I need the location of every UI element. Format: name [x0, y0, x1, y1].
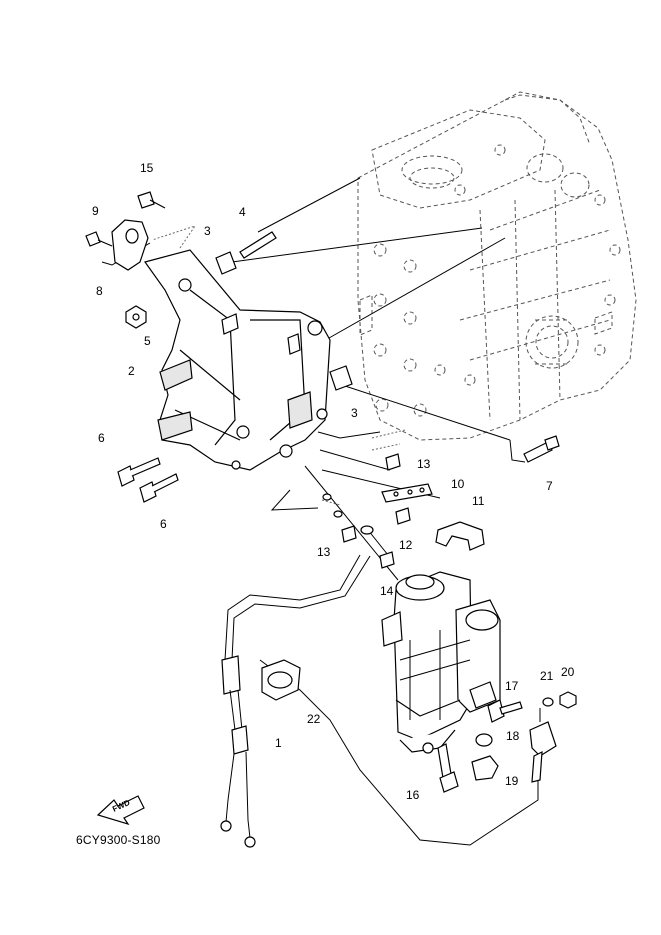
- callout-labels: 1 2 3 3 4 5 6 6 7 8 9 10 11 12 13 13 14 …: [92, 161, 575, 802]
- callout-19: 19: [505, 774, 519, 788]
- callout-11: 11: [472, 494, 485, 508]
- callout-6a: 6: [98, 431, 105, 445]
- starter-hardware: [259, 659, 577, 846]
- callout-9: 9: [92, 204, 99, 218]
- callout-1: 1: [275, 736, 282, 750]
- callout-12: 12: [399, 538, 413, 552]
- callout-22: 22: [307, 712, 321, 726]
- plate-8: [111, 219, 149, 271]
- callout-4: 4: [239, 205, 246, 219]
- callout-17: 17: [505, 679, 519, 693]
- fwd-arrow-icon: FWD: [96, 795, 145, 826]
- callout-15: 15: [140, 161, 154, 175]
- callout-13a: 13: [417, 457, 431, 471]
- callout-7: 7: [546, 479, 553, 493]
- callout-2: 2: [128, 364, 135, 378]
- callout-21: 21: [540, 669, 554, 683]
- diagram-code: 6CY9300-S180: [76, 833, 161, 847]
- wire-harness: [220, 554, 371, 848]
- callout-5: 5: [144, 334, 151, 348]
- callout-14: 14: [380, 584, 394, 598]
- callout-3a: 3: [204, 224, 211, 238]
- small-parts: [85, 191, 560, 569]
- callout-18: 18: [506, 729, 520, 743]
- callout-6b: 6: [160, 517, 167, 531]
- bracket-assembly: [144, 249, 331, 471]
- starter-motor: [381, 571, 501, 754]
- callout-8: 8: [96, 284, 103, 298]
- callout-13b: 13: [317, 545, 331, 559]
- callout-16: 16: [406, 788, 420, 802]
- callout-10: 10: [451, 477, 465, 491]
- engine-block-outline: [357, 91, 637, 441]
- callout-3b: 3: [351, 406, 358, 420]
- callout-20: 20: [561, 665, 575, 679]
